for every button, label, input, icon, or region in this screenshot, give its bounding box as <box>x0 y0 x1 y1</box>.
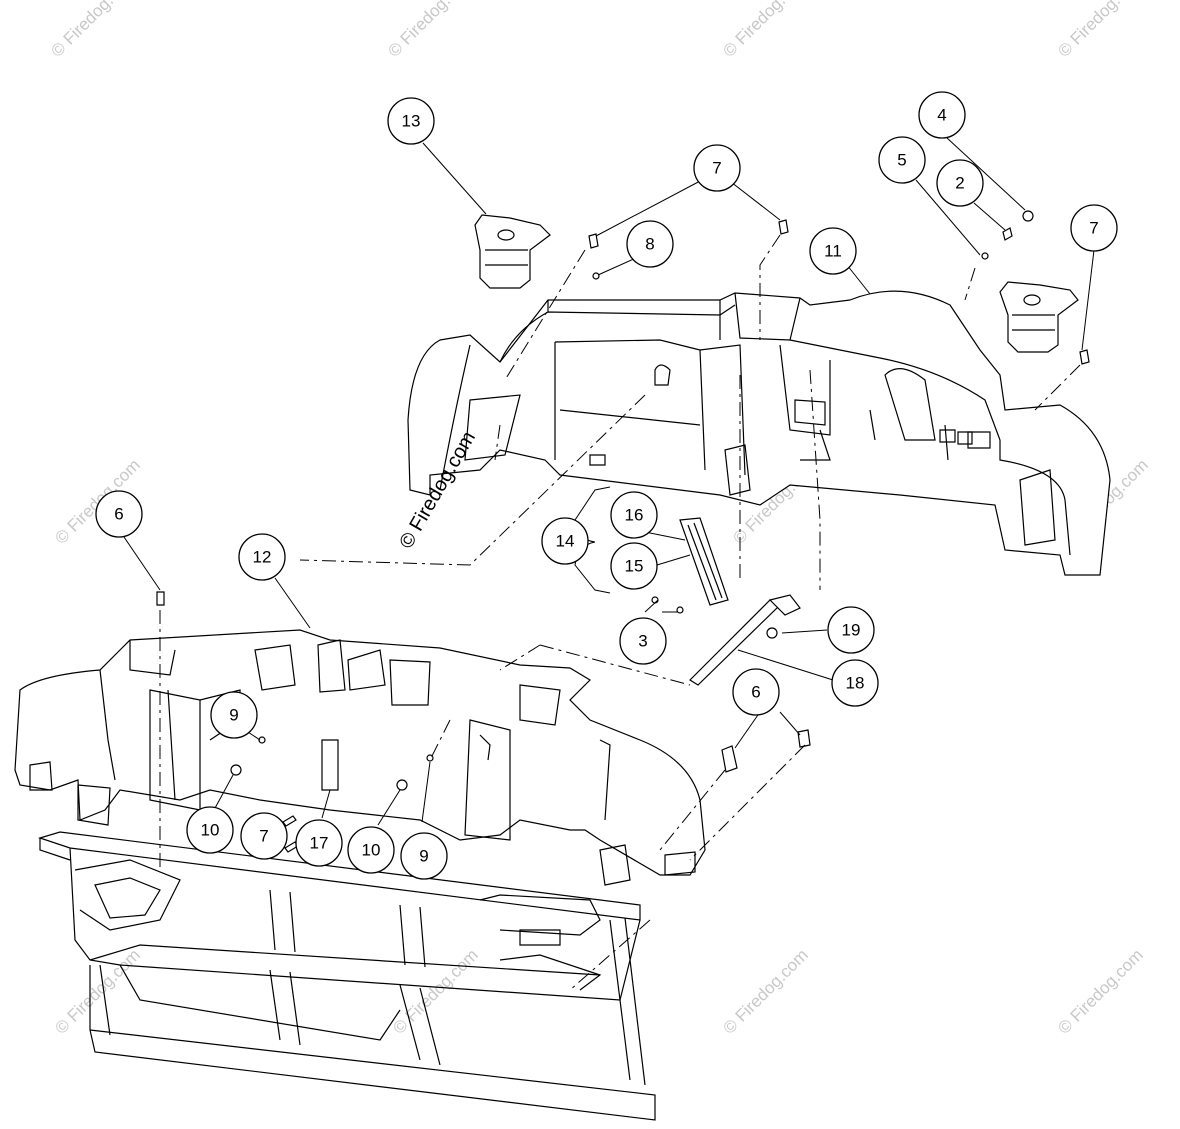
svg-text:7: 7 <box>712 159 721 178</box>
callout-2: 2 <box>936 159 984 207</box>
svg-text:7: 7 <box>259 827 268 846</box>
watermark-text: © Firedog.com <box>1054 0 1146 61</box>
callout-4: 4 <box>918 91 966 139</box>
callout-10: 10 <box>347 826 395 874</box>
svg-text:6: 6 <box>751 683 760 702</box>
bracket-part-16 <box>679 517 729 606</box>
callout-11: 11 <box>809 227 857 275</box>
callout-19: 19 <box>827 606 875 654</box>
callout-7: 7 <box>240 812 288 860</box>
screw-part-2 <box>1002 227 1013 241</box>
callouts: 13 7 8 11 4 5 2 7 6 12 16 14 15 3 19 18 … <box>95 91 1118 880</box>
callout-17: 17 <box>295 819 343 867</box>
callout-12: 12 <box>238 533 286 581</box>
svg-text:10: 10 <box>362 841 381 860</box>
svg-text:8: 8 <box>645 235 654 254</box>
callout-7: 7 <box>693 144 741 192</box>
chassis-frame <box>38 831 656 1121</box>
callout-13: 13 <box>387 97 435 145</box>
svg-text:6: 6 <box>114 505 123 524</box>
screw-part-6 <box>156 591 165 606</box>
callout-16: 16 <box>610 491 658 539</box>
callout-8: 8 <box>626 220 674 268</box>
nut-part-10 <box>230 764 242 776</box>
watermark-text: © Firedog.com <box>719 945 811 1037</box>
watermarks: © Firedog.com © Firedog.com © Firedog.co… <box>47 0 1151 1038</box>
strap-part-17 <box>321 739 339 791</box>
svg-text:4: 4 <box>937 106 946 125</box>
svg-text:15: 15 <box>625 557 644 576</box>
washer-part-9 <box>258 736 266 744</box>
callout-6: 6 <box>732 668 780 716</box>
svg-text:2: 2 <box>955 174 964 193</box>
svg-text:5: 5 <box>897 151 906 170</box>
svg-text:9: 9 <box>229 706 238 725</box>
callout-14: 14 <box>541 517 589 565</box>
svg-text:13: 13 <box>402 112 421 131</box>
callout-15: 15 <box>610 542 658 590</box>
svg-text:3: 3 <box>638 632 647 651</box>
dashed-leader-lines <box>159 234 1081 991</box>
svg-text:10: 10 <box>201 821 220 840</box>
callout-9: 9 <box>400 832 448 880</box>
callout-3: 3 <box>619 617 667 665</box>
svg-text:11: 11 <box>824 242 842 261</box>
watermark-text: © Firedog.com <box>47 0 139 61</box>
svg-text:14: 14 <box>556 532 575 551</box>
callout-6: 6 <box>95 490 143 538</box>
svg-text:16: 16 <box>625 506 644 525</box>
callout-10: 10 <box>186 806 234 854</box>
nut-part-19 <box>766 627 778 639</box>
svg-text:12: 12 <box>253 548 272 567</box>
svg-text:18: 18 <box>846 674 865 693</box>
svg-text:7: 7 <box>1089 219 1098 238</box>
small-parts <box>156 210 1090 853</box>
watermark-text: © Firedog.com <box>389 945 481 1037</box>
upper-shroud-part-11 <box>407 290 1111 576</box>
watermark-text: © Firedog.com <box>719 0 811 61</box>
callout-5: 5 <box>878 136 926 184</box>
svg-text:19: 19 <box>842 621 861 640</box>
cup-holder-right <box>999 281 1079 353</box>
screw-part-6b <box>721 745 738 773</box>
lower-shroud-part-12 <box>14 629 706 886</box>
callout-18: 18 <box>831 659 879 707</box>
callout-7: 7 <box>1070 204 1118 252</box>
svg-text:17: 17 <box>310 834 329 853</box>
watermark-text: © Firedog.com <box>51 945 143 1037</box>
nut-part-4 <box>1022 210 1034 222</box>
nut-part-10b <box>396 779 408 791</box>
svg-text:9: 9 <box>419 847 428 866</box>
washer-part-5 <box>981 252 989 260</box>
watermark-text: © Firedog.com <box>1054 945 1146 1037</box>
cup-holder-part-13 <box>474 214 551 289</box>
callout-9: 9 <box>210 691 258 739</box>
watermark-text: © Firedog.com <box>384 0 476 61</box>
